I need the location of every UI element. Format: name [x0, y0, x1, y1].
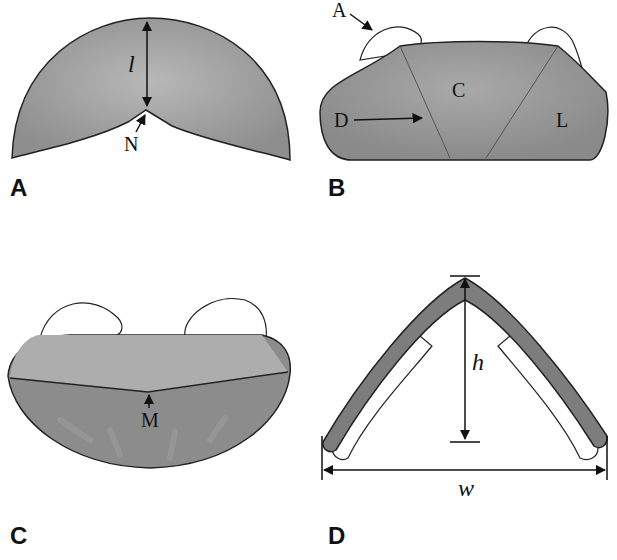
dimension-label: w: [458, 476, 474, 500]
panel-letter: A: [10, 176, 27, 200]
leader-line: [350, 14, 372, 30]
height-arrow: [464, 279, 466, 439]
panel-letter: C: [10, 524, 27, 548]
width-arrow: [324, 469, 605, 471]
dimension-label: l: [128, 52, 135, 76]
fold-line: [400, 46, 558, 158]
length-arrow: [146, 22, 148, 106]
shell-outline: [320, 42, 608, 161]
flap-outline: [185, 299, 267, 340]
shell-top: [10, 335, 288, 392]
shell-section: [323, 278, 607, 452]
dimension-label: h: [472, 350, 484, 374]
part-label: D: [334, 110, 348, 130]
leader-line: [354, 118, 422, 120]
flap-outline: [40, 303, 122, 338]
leader-line: [148, 395, 150, 408]
fold-line: [10, 372, 288, 392]
panel-letter: D: [328, 524, 345, 548]
flap-outline: [332, 336, 432, 460]
leader-line: [136, 115, 145, 132]
panel-letter: B: [328, 176, 345, 200]
part-label: N: [124, 134, 138, 154]
shell-outline: [8, 335, 290, 468]
part-label: A: [332, 0, 346, 20]
tick-mark: [322, 276, 607, 480]
shell-outline: [12, 18, 290, 160]
part-label: C: [452, 80, 465, 100]
part-label: L: [556, 110, 568, 130]
part-label: M: [141, 410, 159, 430]
